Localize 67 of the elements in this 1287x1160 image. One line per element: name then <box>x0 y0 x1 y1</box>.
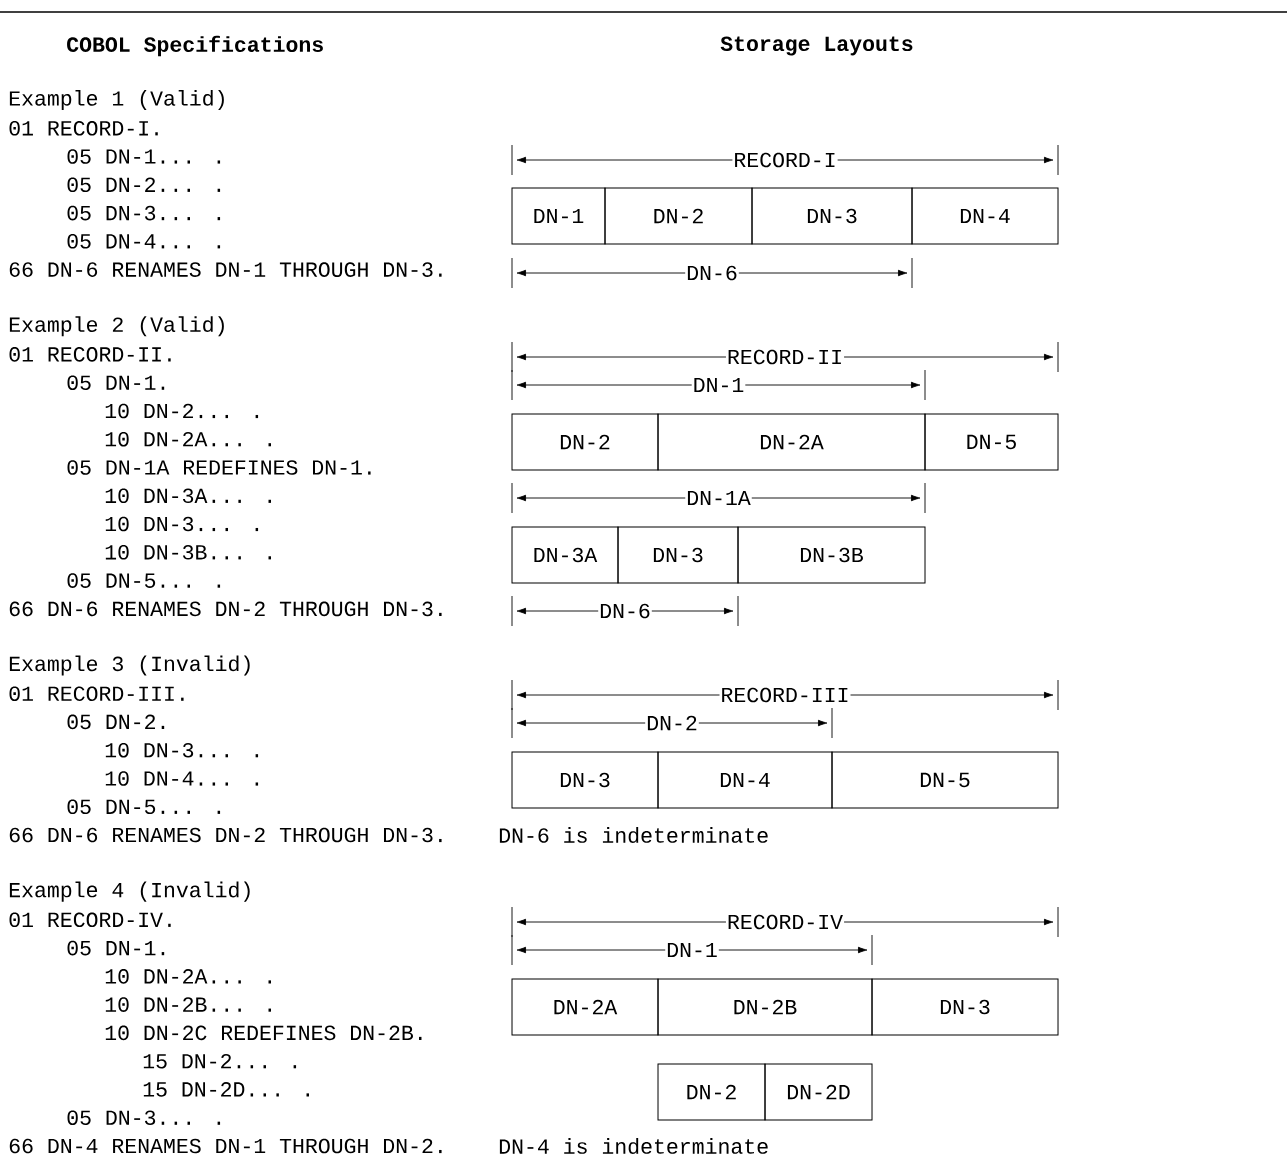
code-line: 10 DN-3B... . <box>105 545 271 560</box>
code-line: 05 DN-4... . <box>67 234 221 249</box>
code-line: 10 DN-3A... . <box>105 488 271 504</box>
storage-cell: DN-4 <box>911 187 1059 245</box>
code-line: 05 DN-1... . <box>67 149 221 164</box>
code-line: Example 1 (Valid) <box>9 90 224 111</box>
code-line: 05 DN-1. <box>67 375 165 390</box>
storage-cell: DN-3 <box>871 978 1059 1036</box>
code-line: 10 DN-2C REDEFINES DN-2B. <box>105 1025 422 1041</box>
storage-cell: DN-2 <box>511 413 659 471</box>
code-line: 15 DN-2D... . <box>143 1082 309 1097</box>
code-line: 10 DN-3... . <box>105 742 259 758</box>
code-line: 05 DN-2... . <box>67 177 221 193</box>
dimension-line: DN-2 <box>511 707 833 739</box>
storage-cell: DN-2A <box>657 413 926 471</box>
code-line: Example 4 (Invalid) <box>9 881 250 902</box>
storage-cell: DN-2 <box>604 187 753 245</box>
storage-cell: DN-2A <box>511 978 659 1036</box>
storage-cell: DN-3 <box>617 526 739 584</box>
storage-cell: DN-3A <box>511 526 619 584</box>
dimension-line: DN-6 <box>511 595 739 627</box>
storage-cell: DN-4 <box>657 751 833 809</box>
dimension-line: RECORD-IV <box>511 906 1059 938</box>
dimension-line: DN-1 <box>511 934 873 966</box>
code-line: 01 RECORD-IV. <box>9 912 171 928</box>
storage-cell: DN-2D <box>764 1063 873 1121</box>
code-line: 10 DN-4... . <box>105 771 259 786</box>
storage-cell: DN-2B <box>657 978 873 1036</box>
storage-cell: DN-5 <box>924 413 1059 471</box>
storage-cell: DN-2 <box>657 1063 766 1121</box>
code-line: 05 DN-5... . <box>67 573 221 588</box>
code-line: 01 RECORD-II. <box>9 347 171 362</box>
note-text: DN-6 is indeterminate <box>499 827 768 843</box>
code-line: 05 DN-5... . <box>67 799 221 815</box>
code-line: 66 DN-4 RENAMES DN-1 THROUGH DN-2. <box>9 1138 442 1154</box>
code-line: Example 3 (Invalid) <box>9 655 250 676</box>
column-heading: Storage Layouts <box>720 36 913 56</box>
dimension-line: DN-1A <box>511 482 926 514</box>
code-line: 05 DN-2. <box>67 714 165 730</box>
storage-cell: DN-1 <box>511 187 606 245</box>
note-text: DN-4 is indeterminate <box>499 1138 768 1154</box>
code-line: 05 DN-3... . <box>67 205 221 221</box>
dimension-line: DN-1 <box>511 369 926 401</box>
code-line: 66 DN-6 RENAMES DN-2 THROUGH DN-3. <box>9 827 442 843</box>
code-line: 05 DN-1. <box>67 940 165 956</box>
code-line: 01 RECORD-I. <box>9 121 158 136</box>
storage-cell: DN-5 <box>831 751 1059 809</box>
code-line: 66 DN-6 RENAMES DN-2 THROUGH DN-3. <box>9 601 442 617</box>
code-line: 01 RECORD-III. <box>9 686 184 701</box>
dimension-line: DN-6 <box>511 257 913 289</box>
code-line: Example 2 (Valid) <box>9 316 224 337</box>
dimension-line: RECORD-II <box>511 341 1059 373</box>
code-line: 05 DN-1A REDEFINES DN-1. <box>67 460 371 475</box>
storage-cell: DN-3 <box>511 751 659 809</box>
code-line: 15 DN-2... . <box>143 1053 297 1069</box>
storage-cell: DN-3 <box>751 187 913 245</box>
dimension-line: RECORD-III <box>511 679 1059 711</box>
code-line: 10 DN-2A... . <box>105 431 271 447</box>
code-line: 10 DN-2B... . <box>105 997 271 1012</box>
storage-cell: DN-3B <box>737 526 926 584</box>
code-line: 05 DN-3... . <box>67 1110 221 1125</box>
code-line: 10 DN-2... . <box>105 403 259 419</box>
column-heading: COBOL Specifications <box>67 35 323 57</box>
dimension-line: RECORD-I <box>511 144 1059 176</box>
code-line: 10 DN-3... . <box>105 516 259 532</box>
code-line: 66 DN-6 RENAMES DN-1 THROUGH DN-3. <box>9 262 442 277</box>
code-line: 10 DN-2A... . <box>105 969 271 984</box>
